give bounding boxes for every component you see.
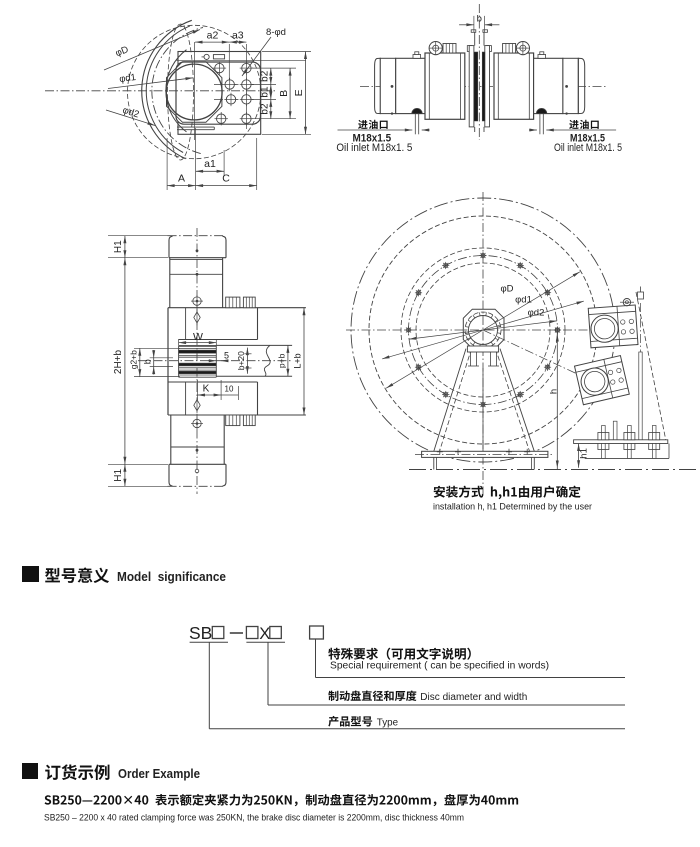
svg-text:b2: b2 bbox=[260, 70, 271, 82]
svg-text:8-φd: 8-φd bbox=[266, 27, 286, 38]
svg-text:a3: a3 bbox=[232, 30, 244, 42]
svg-text:X: X bbox=[259, 625, 270, 643]
svg-text:p+b: p+b bbox=[277, 353, 287, 368]
svg-text:2H+b: 2H+b bbox=[113, 349, 124, 374]
svg-text:a1: a1 bbox=[204, 158, 216, 170]
svg-text:C: C bbox=[222, 173, 230, 185]
svg-text:B: B bbox=[278, 90, 290, 97]
svg-text:Type: Type bbox=[377, 718, 399, 729]
svg-text:φD: φD bbox=[500, 284, 513, 295]
svg-text:SB250 – 2200 x 40 rated clampi: SB250 – 2200 x 40 rated clamping force w… bbox=[44, 813, 464, 823]
svg-text:SB: SB bbox=[189, 623, 212, 643]
svg-text:Oil inlet M18x1. 5: Oil inlet M18x1. 5 bbox=[336, 142, 412, 154]
svg-text:H1: H1 bbox=[113, 468, 124, 481]
svg-text:b: b bbox=[142, 359, 152, 364]
svg-text:K: K bbox=[203, 384, 210, 395]
svg-text:5: 5 bbox=[224, 351, 229, 361]
svg-text:10: 10 bbox=[225, 385, 234, 394]
svg-text:H1: H1 bbox=[113, 240, 124, 253]
svg-text:Disc diameter and width: Disc diameter and width bbox=[420, 692, 527, 703]
svg-text:Oil inlet M18x1. 5: Oil inlet M18x1. 5 bbox=[554, 142, 622, 154]
svg-text:b+20: b+20 bbox=[236, 351, 246, 370]
svg-text:Model significance: Model significance bbox=[117, 570, 226, 584]
svg-text:φd1: φd1 bbox=[515, 295, 532, 306]
svg-text:installation h‚ h1 Determined: installation h‚ h1 Determined by the use… bbox=[433, 502, 592, 512]
svg-text:L+b: L+b bbox=[293, 353, 303, 368]
svg-text:a2: a2 bbox=[207, 30, 219, 42]
svg-text:M18x1.5: M18x1.5 bbox=[570, 133, 605, 145]
svg-text:φD: φD bbox=[114, 44, 130, 59]
svg-text:b1: b1 bbox=[260, 86, 271, 98]
svg-text:g2+b: g2+b bbox=[129, 350, 139, 369]
svg-text:A: A bbox=[178, 173, 185, 185]
svg-text:φd1: φd1 bbox=[119, 72, 137, 85]
svg-text:Order Example: Order Example bbox=[118, 767, 200, 781]
svg-text:W: W bbox=[193, 331, 203, 343]
svg-text:M18x1.5: M18x1.5 bbox=[353, 133, 392, 145]
svg-text:h: h bbox=[549, 389, 560, 394]
svg-text:φd2: φd2 bbox=[528, 308, 545, 319]
svg-text:Special requirement ( can be s: Special requirement ( can be specified i… bbox=[330, 661, 549, 672]
svg-text:b: b bbox=[477, 14, 482, 25]
svg-text:E: E bbox=[293, 89, 305, 96]
svg-text:h1: h1 bbox=[579, 448, 590, 459]
svg-text:b2: b2 bbox=[260, 103, 271, 115]
